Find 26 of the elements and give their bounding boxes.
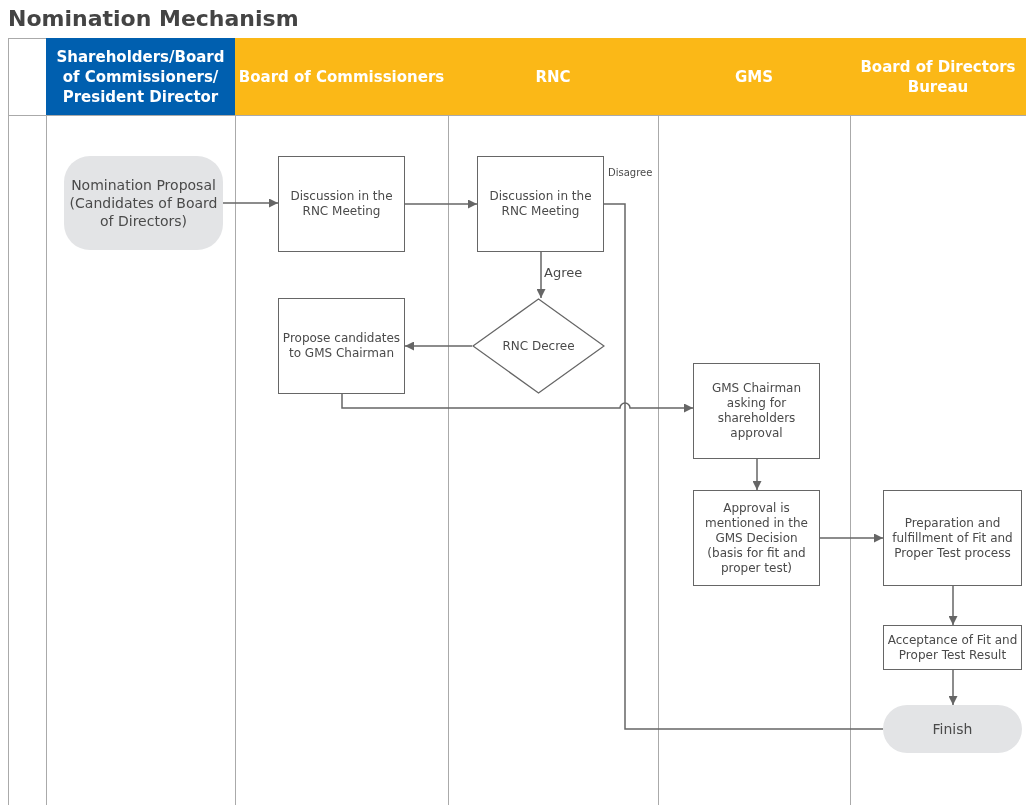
process-box: Discussion in the RNC Meeting [477, 156, 604, 252]
lane-header: Board of Commissioners [235, 38, 448, 115]
process-box: Acceptance of Fit and Proper Test Result [883, 625, 1022, 670]
arrow [948, 585, 958, 626]
edge-label: Agree [543, 265, 584, 280]
arrow [404, 199, 478, 209]
process-box: GMS Chairman asking for shareholders approval [693, 363, 820, 459]
edge-label: Disagree [607, 167, 654, 178]
arrow [404, 341, 473, 351]
start-terminal: Nomination Proposal (Candidates of Board of Directors) [64, 156, 223, 250]
arrow [536, 251, 546, 299]
process-box: Discussion in the RNC Meeting [278, 156, 405, 252]
lane-header: Board of Directors Bureau [850, 38, 1026, 115]
arrow [222, 198, 279, 208]
process-box: Approval is mentioned in the GMS Decision (basis for fit and proper test) [693, 490, 820, 586]
diagram-title: Nomination Mechanism [8, 6, 299, 31]
lane-header: Shareholders/Board of Commissioners/ President Director [46, 38, 235, 115]
process-box: Propose candidates to GMS Chairman [278, 298, 405, 394]
end-terminal: Finish [883, 705, 1022, 753]
arrow [752, 458, 762, 491]
decision-diamond: RNC Decree [472, 298, 605, 394]
process-box: Preparation and fulfillment of Fit and Proper Test process [883, 490, 1022, 586]
arrow [948, 669, 958, 706]
arrow [819, 533, 884, 543]
lane-header: GMS [658, 38, 850, 115]
lane-header: RNC [448, 38, 658, 115]
